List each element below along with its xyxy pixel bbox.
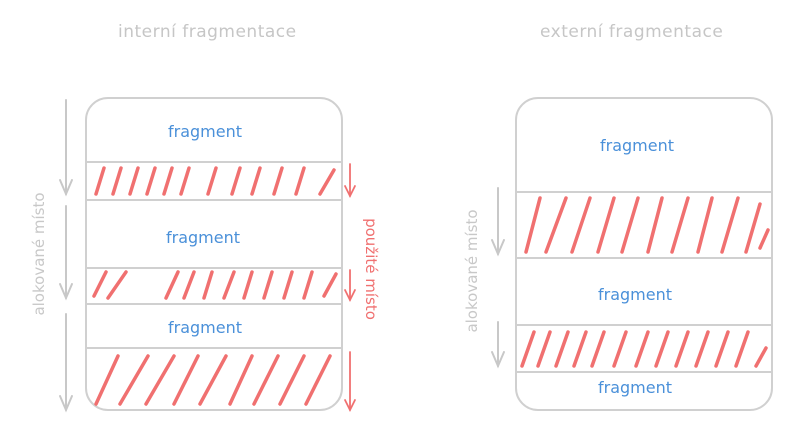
internal-waste-strip-3 — [94, 354, 332, 406]
internal-fragment-label: fragment — [168, 122, 243, 141]
external-allocated-label: alokované místo — [463, 209, 481, 333]
internal-allocated-arrow — [59, 99, 73, 197]
external-waste-strip-2 — [520, 330, 768, 368]
internal-waste-strip-1 — [94, 166, 336, 196]
external-waste-strip-1 — [524, 196, 770, 254]
internal-waste-strip-2 — [92, 270, 338, 300]
used-space-arrow — [344, 163, 356, 199]
internal-fragmentation-title: interní fragmentace — [118, 22, 297, 42]
used-space-arrow — [344, 269, 356, 303]
internal-allocated-arrow — [59, 205, 73, 301]
external-fragmentation-title: externí fragmentace — [540, 22, 724, 42]
internal-allocated-arrow — [59, 313, 73, 413]
used-space-arrow — [344, 351, 356, 413]
external-allocated-arrow — [491, 187, 505, 257]
internal-allocated-label: alokované místo — [30, 192, 48, 316]
internal-fragment-label: fragment — [166, 228, 241, 247]
external-allocated-arrow — [491, 321, 505, 369]
used-space-label: použité místo — [362, 218, 380, 320]
internal-fragment-label: fragment — [168, 318, 243, 337]
external-fragment-label: fragment — [598, 378, 673, 397]
external-fragment-label: fragment — [600, 136, 675, 155]
external-memory-block — [515, 97, 773, 411]
external-fragment-label: fragment — [598, 285, 673, 304]
internal-memory-block — [85, 97, 343, 411]
